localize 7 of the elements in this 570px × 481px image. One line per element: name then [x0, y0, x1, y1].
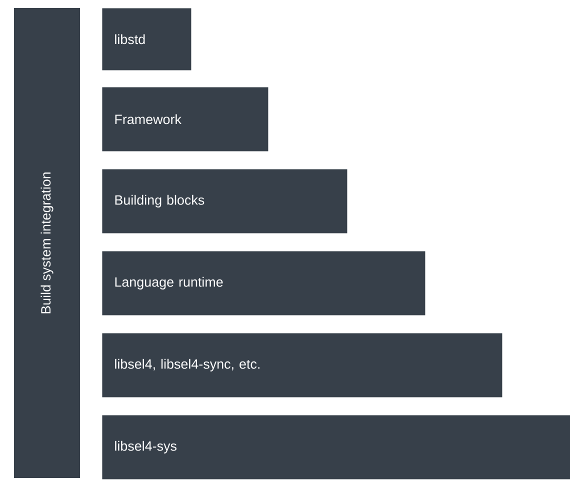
layer-box: Building blocks [102, 169, 348, 234]
layer-bar: Build system integration [14, 8, 80, 478]
layer-box: libsel4, libsel4-sync, etc. [102, 333, 502, 398]
layer-box: libsel4-sys [102, 415, 570, 480]
layer-box: Language runtime [102, 251, 426, 316]
layer-box: Framework [102, 87, 268, 152]
layer-box: libstd [102, 8, 192, 70]
